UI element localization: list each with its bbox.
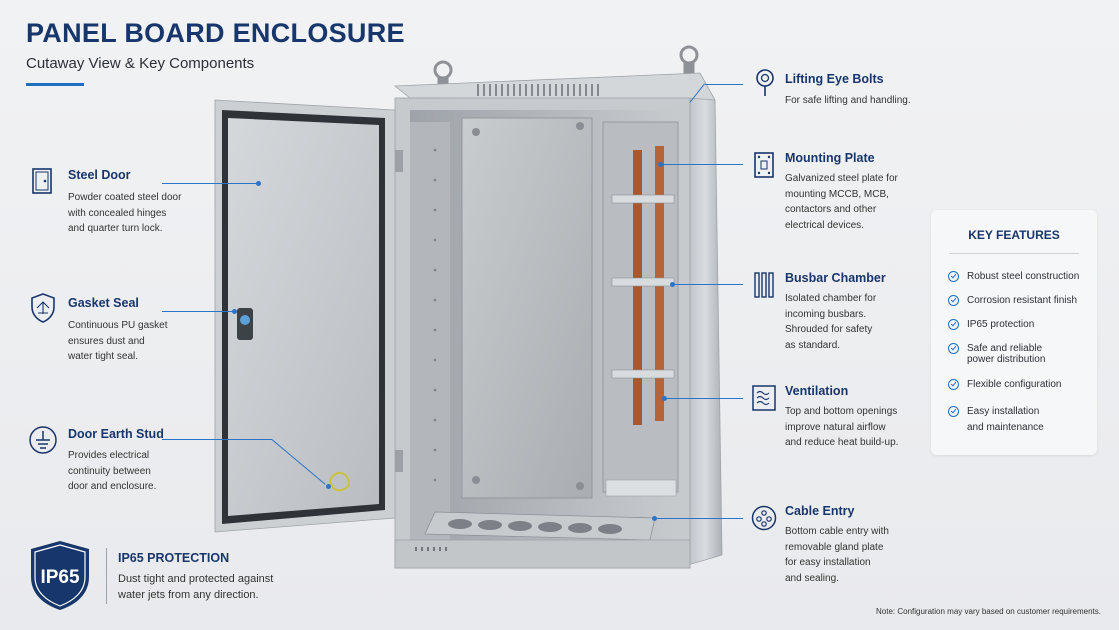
callout-desc-mounting-plate: Galvanized steel plate for mounting MCCB… <box>785 173 898 231</box>
mounting-plate <box>461 117 593 499</box>
check-circle-icon <box>948 319 959 330</box>
leader-dot-gasket-seal <box>232 309 237 314</box>
leader-gasket-seal <box>162 311 234 312</box>
callout-title-ventilation: Ventilation <box>785 384 849 398</box>
ip65-title: IP65 PROTECTION <box>118 551 230 565</box>
key-features-title: KEY FEATURES <box>968 228 1060 242</box>
callout-desc-cable-entry: Bottom cable entry with removable gland … <box>785 526 889 584</box>
lifting-eye-bolt-right <box>679 45 699 75</box>
callout-desc-lifting-eye: For safe lifting and handling. <box>785 95 911 106</box>
enclosure-illustration <box>210 40 730 600</box>
check-circle-icon <box>948 406 959 417</box>
callout-title-mounting-plate: Mounting Plate <box>785 151 875 165</box>
callout-desc-earth-stud: Provides electrical continuity between d… <box>68 450 157 492</box>
leader-mounting-plate <box>660 164 743 165</box>
ventilation-icon <box>752 385 776 411</box>
leader-ventilation <box>664 398 743 399</box>
callout-title-busbar: Busbar Chamber <box>785 271 886 285</box>
check-circle-icon <box>948 343 959 354</box>
shield-icon <box>29 292 57 324</box>
callout-title-lifting-eye: Lifting Eye Bolts <box>785 72 884 86</box>
footnote: Note: Configuration may vary based on cu… <box>876 607 1101 616</box>
leader-dot-cable-entry <box>652 516 657 521</box>
ip65-badge-text: IP65 <box>40 567 80 588</box>
leader-dot-steel-door <box>256 181 261 186</box>
ip65-description: Dust tight and protected against water j… <box>118 573 274 601</box>
callout-desc-ventilation: Top and bottom openings improve natural … <box>785 406 899 448</box>
leader-dot-ventilation <box>662 396 667 401</box>
page-subtitle: Cutaway View & Key Components <box>26 55 255 72</box>
callout-desc-gasket-seal: Continuous PU gasket ensures dust and wa… <box>68 320 168 362</box>
key-features-panel: KEY FEATURES Robust steel construction C… <box>931 210 1097 455</box>
leader-busbar <box>672 284 743 285</box>
check-circle-icon <box>948 271 959 282</box>
callout-title-gasket-seal: Gasket Seal <box>68 296 139 310</box>
key-features-divider <box>949 253 1079 254</box>
leader-earth-stud <box>162 439 272 440</box>
leader-dot-earth-stud <box>326 484 331 489</box>
page-title: PANEL BOARD ENCLOSURE <box>26 18 405 48</box>
callout-title-earth-stud: Door Earth Stud <box>68 427 164 441</box>
earth-ground-icon <box>28 425 58 455</box>
leader-steel-door <box>162 183 258 184</box>
ip65-separator <box>106 548 107 604</box>
leader-cable-entry <box>654 518 743 519</box>
busbar-icon <box>753 271 775 299</box>
check-circle-icon <box>948 295 959 306</box>
busbars <box>611 146 675 425</box>
mounting-plate-icon <box>753 151 775 179</box>
callout-title-steel-door: Steel Door <box>68 168 131 182</box>
callout-desc-steel-door: Powder coated steel door with concealed … <box>68 192 182 234</box>
lifting-eye-icon <box>754 68 776 98</box>
callout-desc-busbar: Isolated chamber for incoming busbars. S… <box>785 293 877 351</box>
lifting-eye-bolt-left <box>433 60 453 88</box>
title-underline <box>26 83 84 86</box>
ip65-shield-badge: IP65 <box>28 539 92 612</box>
leader-lifting-eye <box>705 84 743 85</box>
callout-title-cable-entry: Cable Entry <box>785 504 855 518</box>
door-icon <box>30 167 54 195</box>
leader-dot-busbar <box>670 282 675 287</box>
cable-entry-icon <box>751 505 777 531</box>
check-circle-icon <box>948 379 959 390</box>
leader-dot-mounting-plate <box>658 162 663 167</box>
